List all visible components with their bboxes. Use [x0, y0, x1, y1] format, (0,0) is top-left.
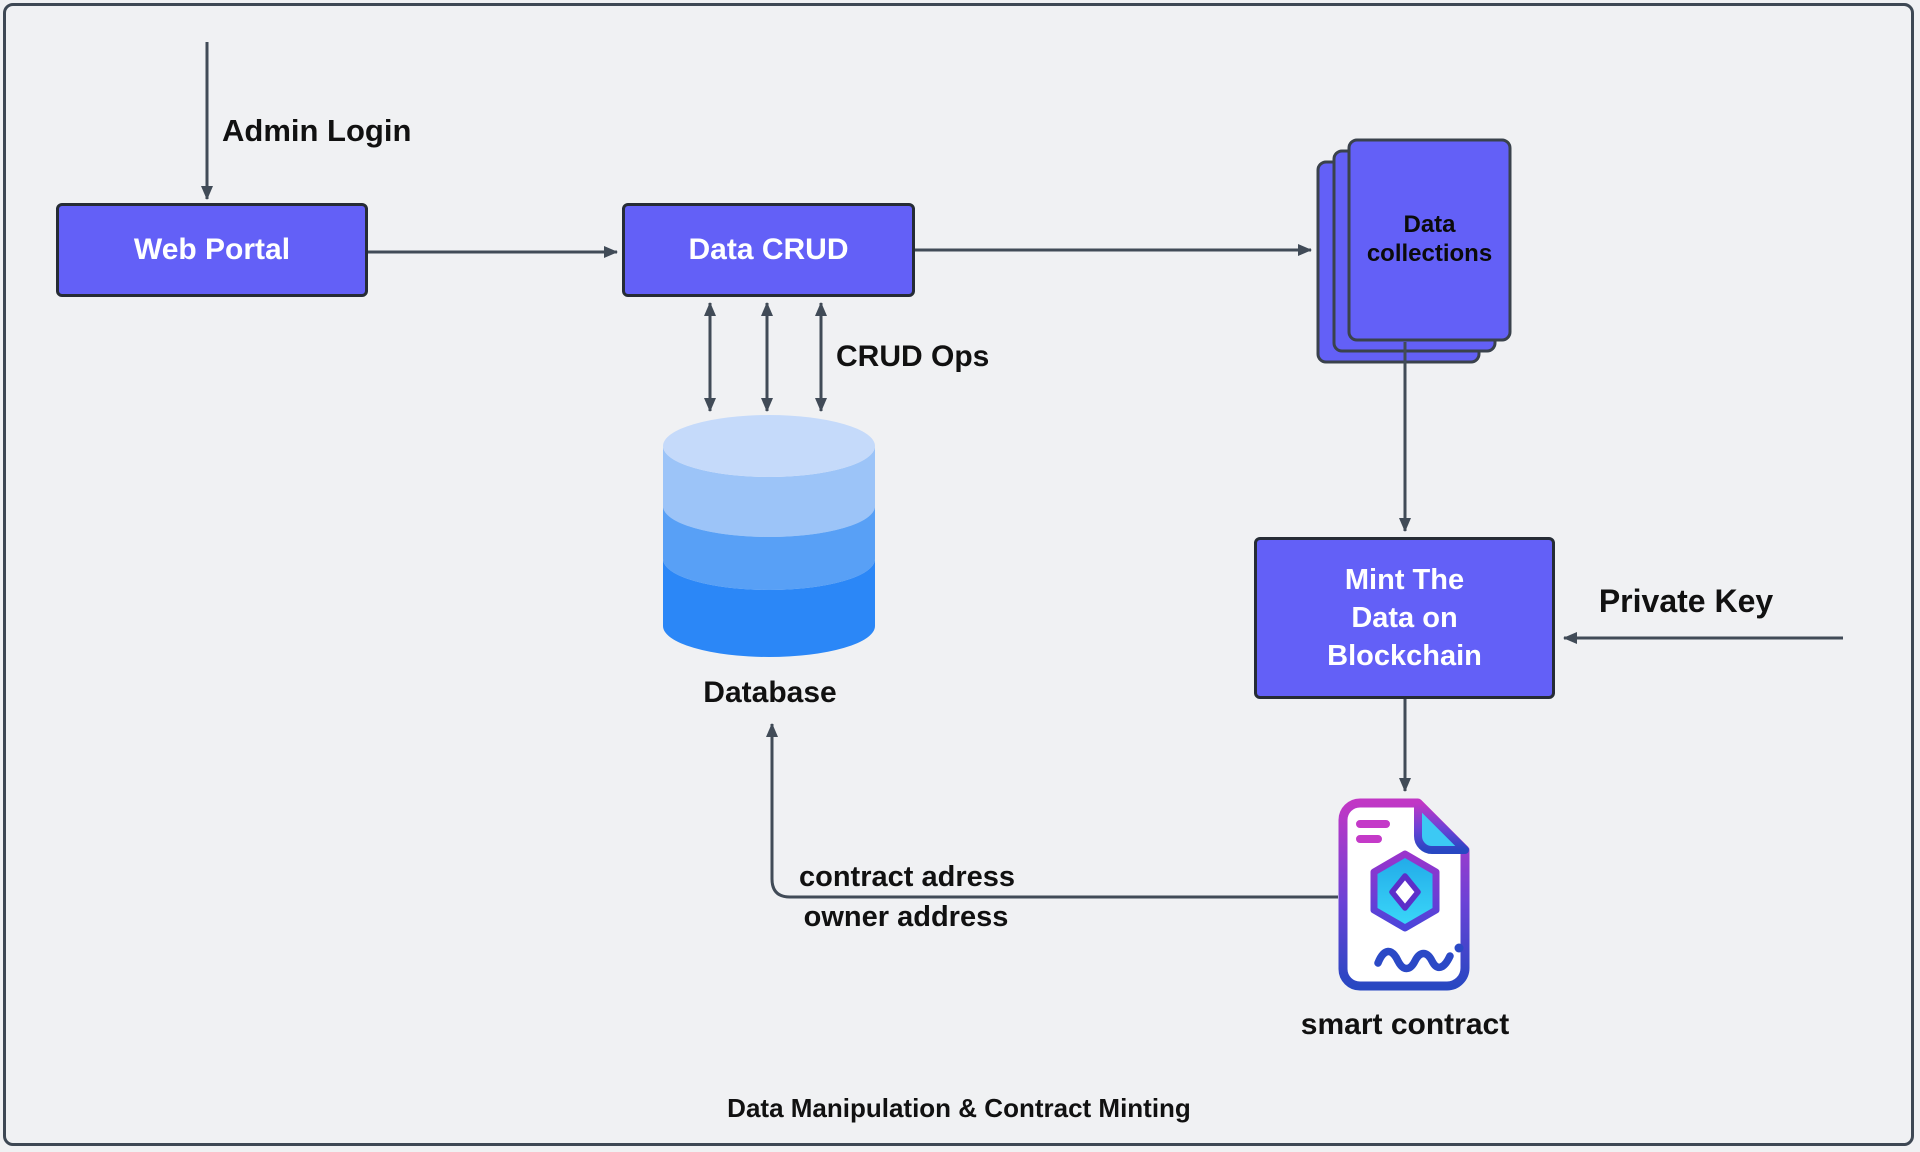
connectors — [201, 42, 1843, 899]
node-mint-blockchain: Mint The Data on Blockchain — [1254, 537, 1555, 699]
collections-card-front — [1347, 138, 1512, 342]
database-cylinder — [663, 415, 875, 657]
contract-signature-wave — [1374, 947, 1454, 973]
contract-signature-dot — [1454, 943, 1464, 953]
crud-ops-label: CRUD Ops — [836, 340, 990, 373]
mint-blockchain-label: Mint The Data on Blockchain — [1327, 563, 1482, 673]
arrow-contract-to-database — [766, 723, 1338, 899]
private-key-label: Private Key — [1598, 583, 1774, 619]
database-label: Database — [703, 676, 837, 709]
web-portal-label: Web Portal — [133, 233, 291, 266]
node-data-crud: Data CRUD — [622, 203, 915, 297]
data-collections-stack — [1316, 138, 1512, 364]
data-collections-label: Data collections — [1366, 211, 1493, 267]
cylinder-band-light — [663, 446, 875, 537]
contract-diamond — [1389, 873, 1421, 911]
smart-contract-icon — [1338, 798, 1470, 991]
diagram-frame — [3, 3, 1914, 1146]
cylinder-band-dark — [663, 559, 875, 657]
cylinder-top — [663, 415, 875, 477]
node-web-portal: Web Portal — [56, 203, 368, 297]
data-crud-label: Data CRUD — [688, 233, 849, 266]
smart-contract-label: smart contract — [1300, 1008, 1510, 1041]
contract-text-lines — [1356, 820, 1390, 843]
contract-folded-corner — [1414, 799, 1469, 854]
contract-address-label-line2: owner address — [803, 901, 1009, 933]
cylinder-band-mid — [663, 506, 875, 590]
admin-login-label: Admin Login — [222, 113, 412, 148]
diagram-caption: Data Manipulation & Contract Minting — [727, 1093, 1191, 1123]
contract-address-label-line1: contract adress — [799, 861, 1015, 893]
